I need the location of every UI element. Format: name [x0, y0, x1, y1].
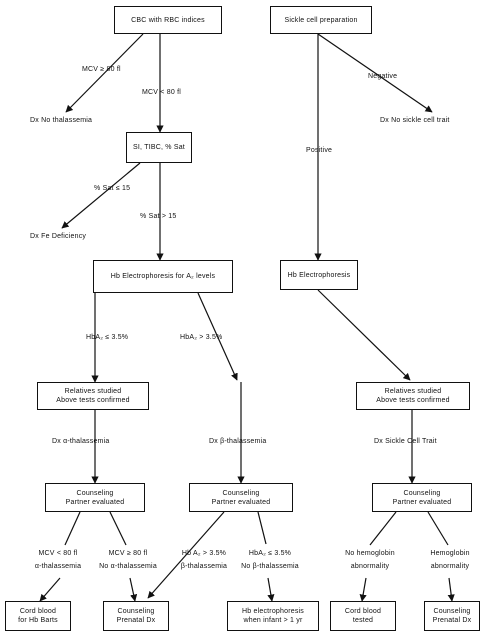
dx-beta-thalassemia-label: Dx β-thalassemia	[209, 438, 267, 445]
hba2-le35-nobeta-line1: HbA₂ ≤ 3.5%	[248, 550, 292, 557]
cord-barts-line2: for Hb Barts	[18, 617, 58, 624]
counseling-alpha-box: Counseling Partner evaluated	[45, 483, 145, 512]
cord-tested-line1: Cord blood	[344, 608, 382, 615]
mcv-lt80-branch-label: MCV < 80 fl	[142, 89, 181, 96]
hb-abnormality-line2: abnormality	[430, 563, 470, 570]
cord-barts-line1: Cord blood	[19, 608, 57, 615]
counsel-prenatal-right-line1: Counseling	[433, 608, 471, 615]
arrow-cbc-to-no-thal	[65, 33, 144, 113]
mcv-lt80-alpha-line2: α-thalassemia	[34, 563, 82, 570]
arrow-hba2-le35-to-infant	[267, 577, 275, 602]
counsel-right-line2: Partner evaluated	[392, 498, 452, 506]
hba2-gt35-beta-line1: Hb A₂ > 3.5%	[181, 550, 227, 557]
hb-infant-line2: when infant > 1 yr	[243, 617, 303, 624]
hba2-gt35-branch-label: HbA₂ > 3.5%	[180, 334, 223, 341]
line-counsel-alpha-to-right	[109, 511, 127, 546]
arrow-electro-to-beta	[197, 292, 238, 381]
mcv-ge80-noalpha-line1: MCV ≥ 80 fl	[108, 550, 148, 557]
arrow-mcv-ge80-to-counsel	[129, 577, 138, 602]
relatives-right-line1: Relatives studied	[384, 388, 442, 395]
cord-blood-hb-barts-box: Cord blood for Hb Barts	[5, 601, 71, 631]
hb-abnormality-line1: Hemoglobin	[430, 550, 470, 557]
dx-alpha-thalassemia-label: Dx α-thalassemia	[52, 438, 110, 445]
line-counsel-alpha-to-left	[64, 511, 81, 546]
no-hb-abnormality-line1: No hemoglobin	[345, 550, 395, 557]
iron-studies-box: SI, TIBC, % Sat	[126, 132, 192, 163]
line-counsel-beta-to-left	[147, 511, 225, 599]
arrow-sickle-to-no-trait	[317, 33, 433, 113]
mcv-lt80-alpha-line1: MCV < 80 fl	[38, 550, 78, 557]
mcv-ge80-noalpha-line2: No α-thalassemia	[99, 563, 157, 570]
hb-infant-line1: Hb electrophoresis	[242, 608, 304, 615]
relatives-alpha-line1: Relatives studied	[64, 388, 122, 395]
sickle-cell-prep-box: Sickle cell preparation	[270, 6, 372, 34]
hb-electrophoresis-infant-box: Hb electrophoresis when infant > 1 yr	[227, 601, 319, 631]
negative-branch-label: Negative	[368, 73, 398, 80]
counsel-right-line1: Counseling	[403, 489, 441, 497]
relatives-right-line2: Above tests confirmed	[376, 397, 450, 404]
sickle-prep-label: Sickle cell preparation	[284, 16, 358, 24]
hba2-le35-branch-label: HbA₂ ≤ 3.5%	[86, 334, 129, 341]
hb-electrophoresis-a2-box: Hb Electrophoresis for A₂ levels	[93, 260, 233, 293]
no-hb-abnormality-line2: abnormality	[350, 563, 390, 570]
cbc-box-label: CBC with RBC indices	[131, 16, 205, 24]
dx-fe-deficiency-label: Dx Fe Deficiency	[30, 233, 87, 240]
counsel-prenatal-left-line2: Prenatal Dx	[116, 617, 156, 624]
arrow-abn-to-counsel	[447, 577, 455, 602]
counseling-beta-box: Counseling Partner evaluated	[189, 483, 293, 512]
counsel-alpha-line2: Partner evaluated	[65, 498, 125, 506]
counseling-prenatal-left-box: Counseling Prenatal Dx	[103, 601, 169, 631]
mcv-ge80-branch-label: MCV ≥ 80 fl	[82, 66, 121, 73]
cord-tested-line2: tested	[352, 617, 374, 624]
line-counsel-right-to-left	[369, 511, 397, 546]
arrow-electro-to-relatives-right	[317, 289, 411, 381]
relatives-studied-alpha-box: Relatives studied Above tests confirmed	[37, 382, 149, 410]
sat-le15-branch-label: % Sat ≤ 15	[94, 185, 131, 192]
iron-studies-label: SI, TIBC, % Sat	[133, 144, 185, 151]
hb-electro-right-label: Hb Electrophoresis	[287, 271, 351, 279]
line-counsel-beta-to-right	[257, 511, 267, 545]
dx-sickle-trait-label: Dx Sickle Cell Trait	[374, 438, 437, 445]
hb-electrophoresis-a2-label: Hb Electrophoresis for A₂ levels	[110, 273, 216, 280]
counsel-prenatal-right-line2: Prenatal Dx	[432, 617, 472, 624]
cord-blood-tested-box: Cord blood tested	[330, 601, 396, 631]
positive-branch-label: Positive	[306, 147, 333, 154]
relatives-alpha-line2: Above tests confirmed	[56, 397, 130, 404]
hb-electrophoresis-right-box: Hb Electrophoresis	[280, 260, 358, 290]
arrow-iron-to-fe-def	[61, 162, 141, 229]
hba2-le35-nobeta-line2: No β-thalassemia	[241, 563, 299, 570]
cbc-box: CBC with RBC indices	[114, 6, 222, 34]
dx-no-sickle-trait-label: Dx No sickle cell trait	[380, 117, 450, 124]
hba2-gt35-beta-line2: β-thalassemia	[180, 563, 228, 570]
counsel-beta-line1: Counseling	[222, 489, 260, 497]
dx-no-thal-label: Dx No thalassemia	[30, 117, 93, 124]
line-counsel-right-to-right	[427, 511, 449, 546]
counsel-beta-line2: Partner evaluated	[211, 498, 271, 506]
counseling-right-box: Counseling Partner evaluated	[372, 483, 472, 512]
arrow-mcv-lt80-to-cord	[39, 577, 61, 602]
counsel-prenatal-left-line1: Counseling	[117, 608, 155, 615]
counsel-alpha-line1: Counseling	[76, 489, 114, 497]
counseling-prenatal-right-box: Counseling Prenatal Dx	[424, 601, 480, 631]
sat-gt15-branch-label: % Sat > 15	[140, 213, 177, 220]
arrow-no-abn-to-cord	[359, 577, 367, 602]
relatives-studied-right-box: Relatives studied Above tests confirmed	[356, 382, 470, 410]
